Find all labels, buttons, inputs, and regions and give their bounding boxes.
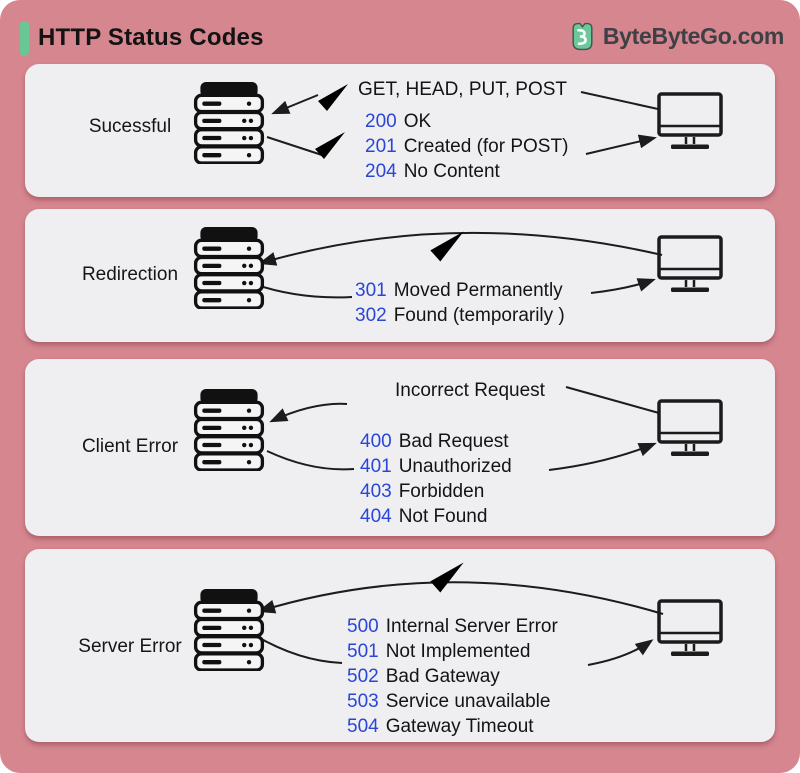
arrow-layer <box>266 91 659 157</box>
title-accent-bar <box>20 21 29 56</box>
section-label: Server Error <box>78 636 182 657</box>
monitor-icon <box>657 235 723 295</box>
status-code-number: 501 <box>347 641 379 662</box>
status-code-number: 404 <box>360 506 392 527</box>
server-icon <box>192 82 266 164</box>
status-code-list: 301 Moved Permanently 302 Found (temporari… <box>355 278 565 328</box>
status-code-text: Not Found <box>398 506 488 527</box>
status-code-text: Unauthorized <box>398 456 512 477</box>
check-icon <box>312 129 348 163</box>
section-redirection: Redirection 301 Moved Permanently 302 Foun… <box>25 209 775 342</box>
status-code-number: 504 <box>347 716 379 737</box>
status-code-number: 302 <box>355 305 387 326</box>
status-code-row: 501 Not Implemented <box>347 639 558 664</box>
status-code-row: 404 Not Found <box>360 504 512 529</box>
cross-icon <box>346 371 392 415</box>
incorrect-request-label: Incorrect Request <box>395 380 545 401</box>
status-code-number: 200 <box>365 111 397 132</box>
status-code-row: 302 Found (temporarily ) <box>355 303 565 328</box>
status-code-row: 301 Moved Permanently <box>355 278 565 303</box>
status-code-row: 401 Unauthorized <box>360 454 512 479</box>
status-code-text: OK <box>403 111 432 132</box>
status-code-text: Found (temporarily ) <box>393 305 565 326</box>
status-code-number: 503 <box>347 691 379 712</box>
status-code-text: Not Implemented <box>385 641 531 662</box>
monitor-icon <box>657 92 723 152</box>
status-code-text: Created (for POST) <box>403 136 569 157</box>
status-code-row: 201 Created (for POST) <box>365 134 568 159</box>
status-code-number: 500 <box>347 616 379 637</box>
brand-name: ByteByteGo.com <box>602 23 784 49</box>
server-icon <box>192 227 266 309</box>
status-code-row: 204 No Content <box>365 159 568 184</box>
section-successful: Sucessful GET, HEAD, PUT, POST 200 OK 201… <box>25 64 775 197</box>
status-code-row: 503 Service unavailable <box>347 689 558 714</box>
section-server-error: Server Error 500 Internal Server Error 50… <box>25 549 775 742</box>
status-code-row: 502 Bad Gateway <box>347 664 558 689</box>
status-code-number: 401 <box>360 456 392 477</box>
status-code-list: 500 Internal Server Error 501 Not Implemen… <box>347 614 558 739</box>
status-code-number: 403 <box>360 481 392 502</box>
section-label: Client Error <box>81 436 179 457</box>
status-code-text: Bad Gateway <box>385 666 500 687</box>
status-code-number: 400 <box>360 431 392 452</box>
request-methods-label: GET, HEAD, PUT, POST <box>358 79 568 100</box>
arrow-layer <box>266 386 660 471</box>
check-icon <box>315 81 351 115</box>
status-code-list: 400 Bad Request 401 Unauthorized 403 Forbid… <box>360 429 512 529</box>
status-code-row: 400 Bad Request <box>360 429 512 454</box>
server-icon <box>192 389 266 471</box>
check-icon <box>427 228 467 266</box>
status-code-text: Internal Server Error <box>385 616 558 637</box>
brand-logo: ByteByteGo.com <box>568 21 784 52</box>
bytebytego-icon <box>572 22 593 51</box>
section-client-error: Client Error Incorrect Request 400 Bad Re… <box>25 359 775 536</box>
status-code-text: Forbidden <box>398 481 485 502</box>
status-code-text: Gateway Timeout <box>385 716 534 737</box>
monitor-icon <box>657 599 723 659</box>
status-code-text: Moved Permanently <box>393 280 563 301</box>
cross-icon <box>194 642 246 692</box>
status-code-row: 504 Gateway Timeout <box>347 714 558 739</box>
section-label: Redirection <box>81 264 179 285</box>
status-code-list: 200 OK 201 Created (for POST) 204 No Conten… <box>365 109 568 184</box>
status-code-row: 500 Internal Server Error <box>347 614 558 639</box>
status-code-row: 200 OK <box>365 109 568 134</box>
check-icon <box>427 559 467 597</box>
status-code-text: Service unavailable <box>385 691 551 712</box>
monitor-icon <box>657 399 723 459</box>
section-label: Sucessful <box>88 116 172 137</box>
status-code-number: 201 <box>365 136 397 157</box>
status-code-number: 502 <box>347 666 379 687</box>
status-code-text: Bad Request <box>398 431 509 452</box>
page-title: HTTP Status Codes <box>38 24 264 51</box>
status-code-number: 204 <box>365 161 397 182</box>
status-code-text: No Content <box>403 161 500 182</box>
status-code-row: 403 Forbidden <box>360 479 512 504</box>
status-code-number: 301 <box>355 280 387 301</box>
